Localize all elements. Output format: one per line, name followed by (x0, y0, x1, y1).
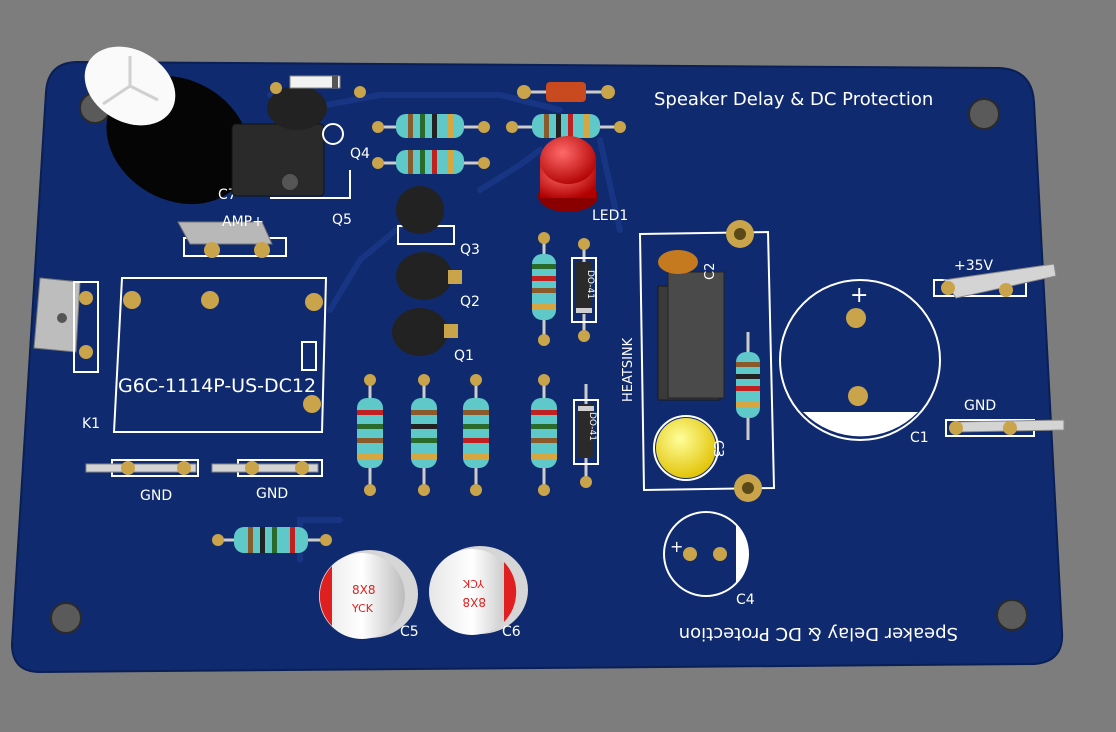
resistor (378, 114, 484, 138)
resistor (531, 380, 557, 490)
designator-q3: Q3 (460, 242, 480, 258)
c6-value: 8X8 (463, 595, 487, 609)
transistor-q1 (392, 308, 458, 356)
capacitor-c3 (653, 415, 719, 481)
terminal-left (33, 277, 99, 373)
heatsink-region (638, 220, 776, 502)
designator-c6: C6 (502, 624, 521, 640)
c4-polarity-plus: + (670, 537, 683, 556)
diode-label-upper: DO-41 (585, 270, 595, 299)
terminal-amp-plus (177, 221, 287, 258)
c6-brand: YCK (462, 577, 485, 590)
diode-do41-lower (573, 384, 599, 482)
designator-c1: C1 (910, 430, 929, 446)
board-title-bottom: Speaker Delay & DC Protection (679, 623, 958, 644)
terminal-gnd-left-1 (85, 459, 199, 477)
c1-polarity-plus: + (850, 283, 868, 308)
resistor (532, 238, 556, 340)
resistor (411, 380, 437, 490)
diode-do41-upper (571, 244, 597, 336)
relay-k1 (112, 277, 328, 433)
capacitor-c7 (84, 46, 250, 205)
c5-value: 8X8 (352, 583, 376, 597)
terminal-gnd-left-2 (211, 459, 323, 477)
label-plus35v: +35V (954, 258, 994, 274)
capacitor-c5 (319, 550, 418, 639)
designator-q4: Q4 (350, 146, 370, 162)
c5-brand: YCK (351, 602, 374, 615)
capacitor-c4 (663, 511, 749, 597)
resistor (512, 114, 620, 138)
designator-k1: K1 (82, 416, 100, 432)
capacitor-c6 (429, 546, 528, 635)
heatsink-label: HEATSINK (621, 337, 636, 402)
label-gnd-left-1: GND (140, 488, 172, 504)
diode-label-lower: DO-41 (587, 412, 597, 441)
designator-q1: Q1 (454, 348, 474, 364)
designator-c5: C5 (400, 624, 419, 640)
label-gnd-left-2: GND (256, 486, 288, 502)
board-title-top: Speaker Delay & DC Protection (654, 89, 933, 110)
mounting-hole (50, 602, 82, 634)
label-gnd-right: GND (964, 398, 996, 414)
capacitor-c1 (779, 279, 941, 441)
resistor (463, 380, 489, 490)
designator-c3: C3 (710, 440, 725, 457)
terminal-gnd-right (945, 419, 1065, 437)
diode-top-red (517, 82, 615, 102)
transistor-q4 (267, 86, 344, 145)
designator-c4: C4 (736, 592, 755, 608)
pcb-board (10, 60, 1064, 674)
mounting-hole (996, 599, 1028, 631)
designator-led1: LED1 (592, 208, 628, 224)
label-amp-plus: AMP+ (222, 214, 264, 230)
diode-top-left (270, 75, 366, 98)
solder-pads (364, 121, 626, 496)
transistor-q3 (396, 186, 455, 245)
resistor (378, 150, 484, 174)
terminal-plus35v (933, 263, 1057, 299)
mounting-hole (968, 98, 1000, 130)
resistor-heatsink (736, 332, 760, 440)
resistor (357, 380, 383, 490)
transistor-q2 (396, 252, 462, 300)
designator-q2: Q2 (460, 294, 480, 310)
led-led1 (538, 136, 598, 212)
relay-part-number: G6C-1114P-US-DC12 (118, 375, 316, 397)
resistor-bottom (212, 527, 332, 553)
designator-q5: Q5 (332, 212, 352, 228)
designator-c2: C2 (703, 263, 718, 280)
